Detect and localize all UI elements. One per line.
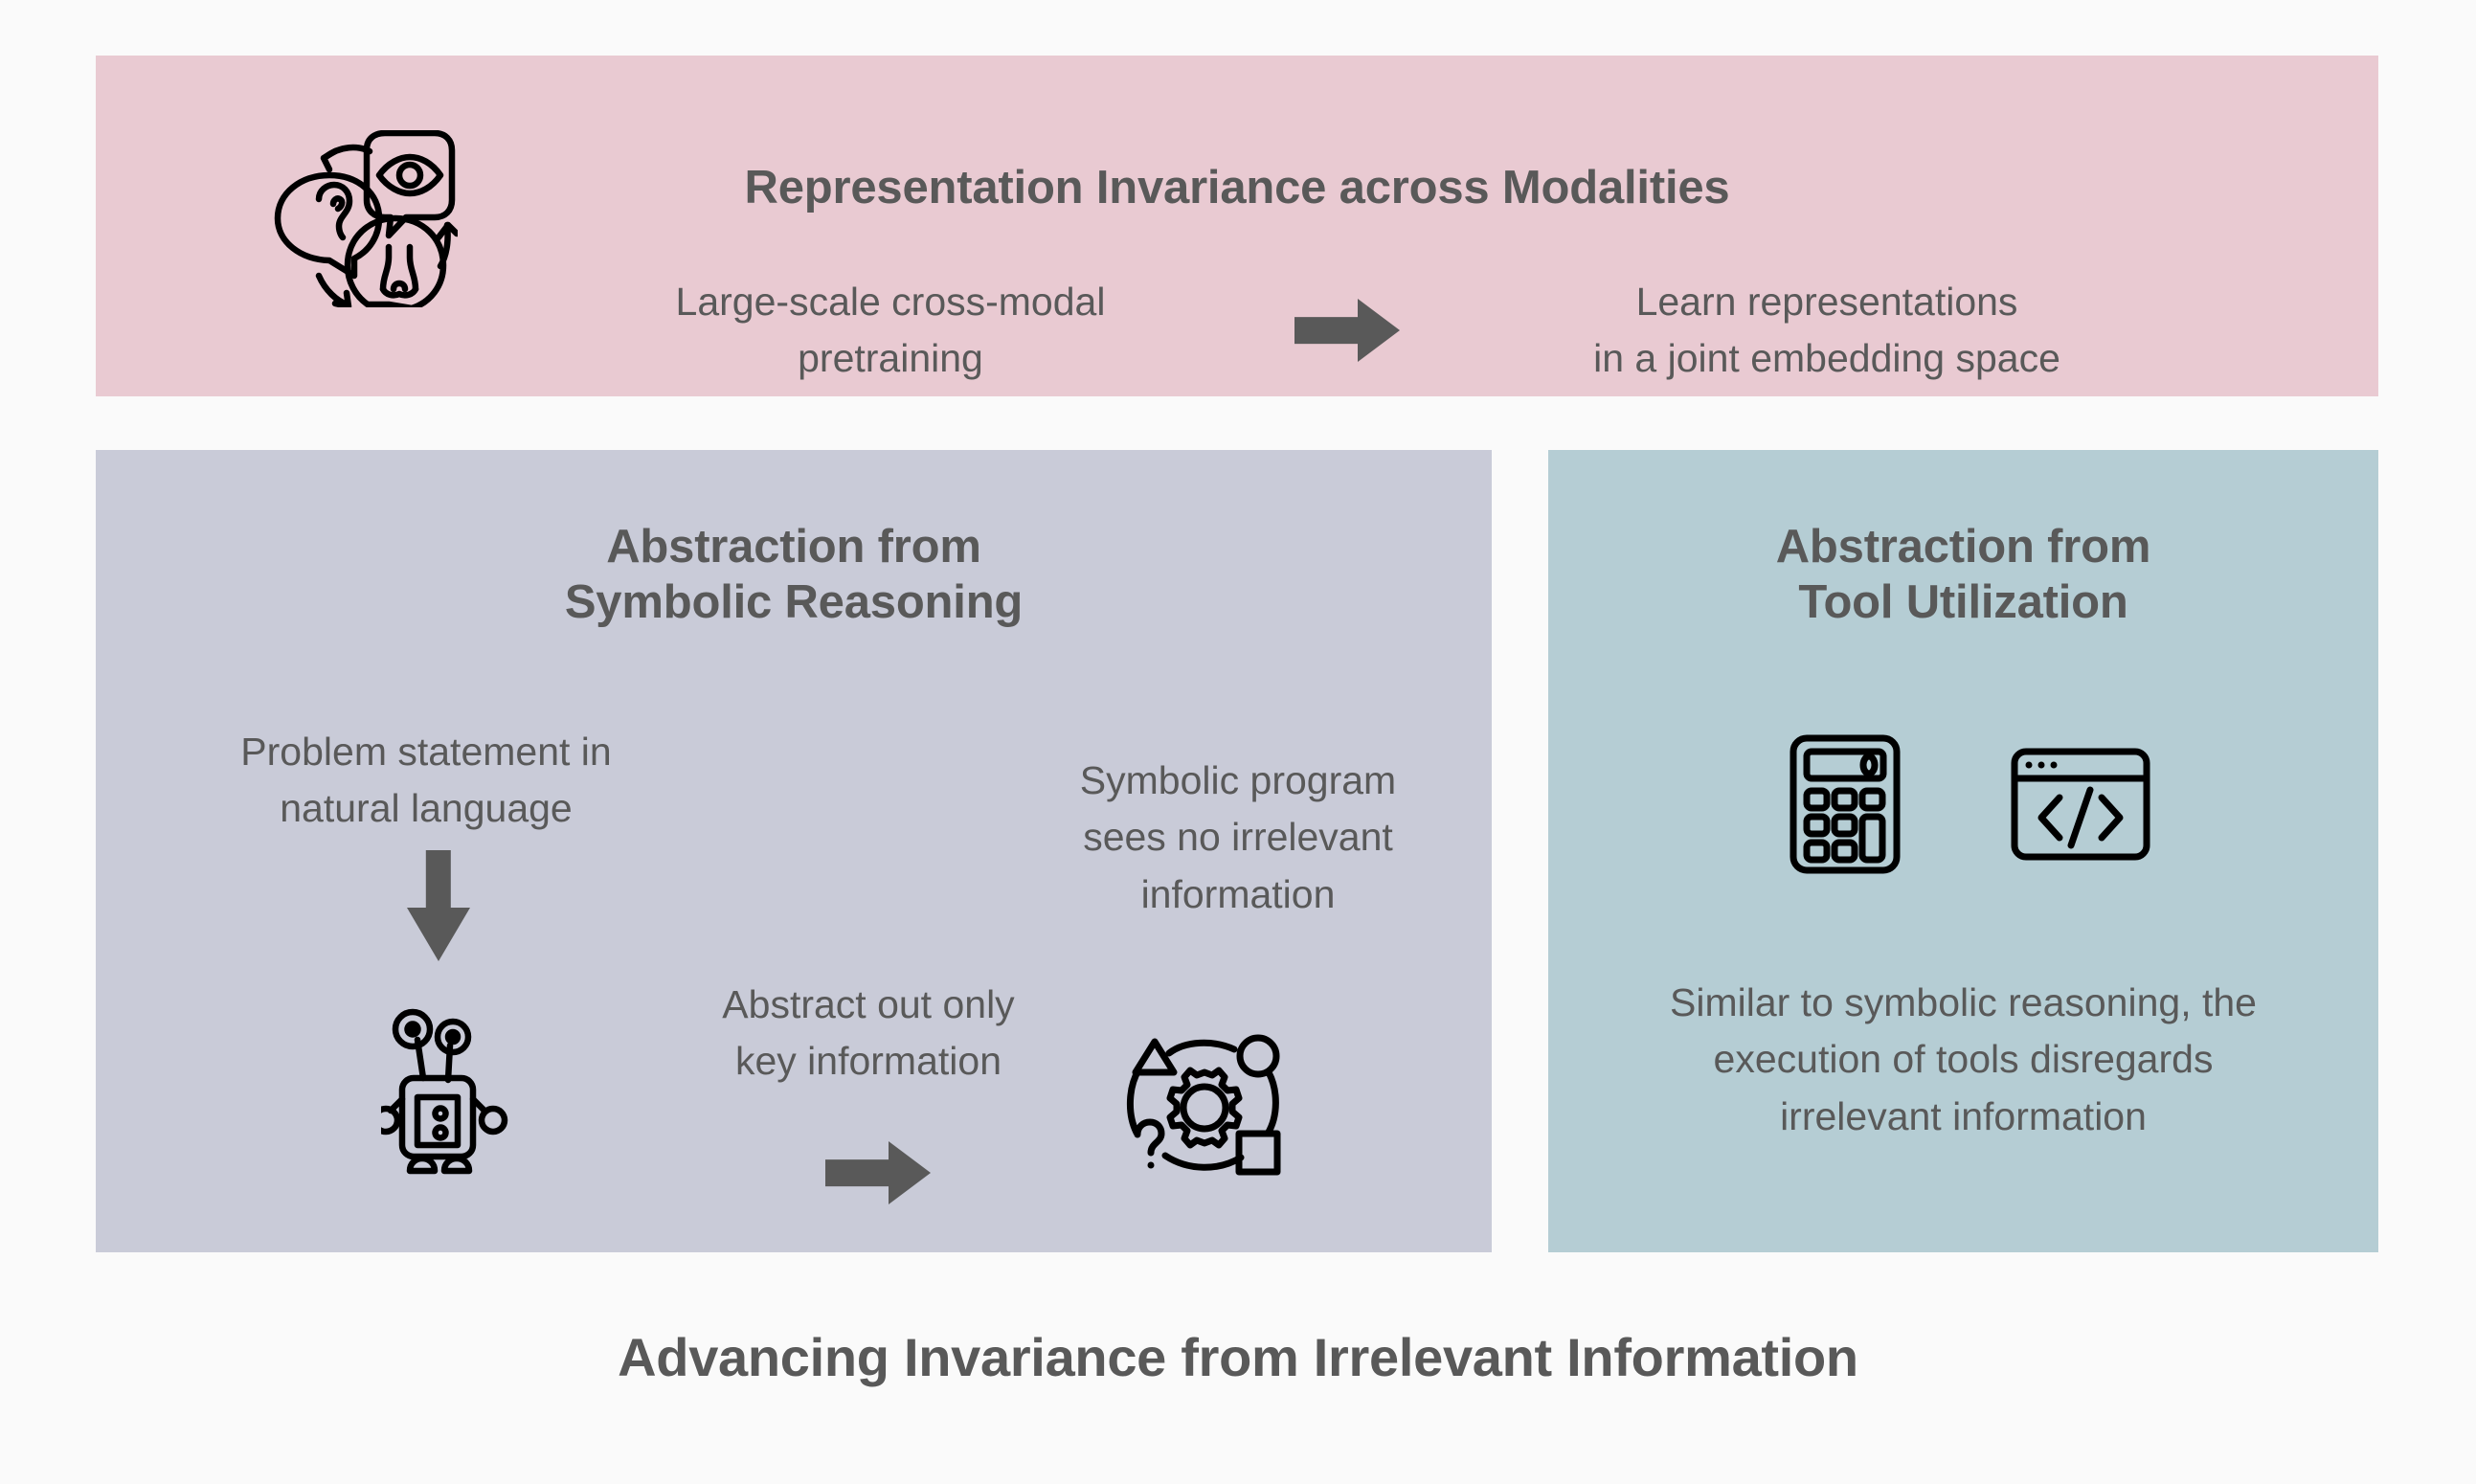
symbolic-input-text-line2: natural language — [280, 786, 573, 831]
arrow-right-icon — [825, 1141, 931, 1204]
modalities-left-text-line1: Large-scale cross-modal — [675, 280, 1106, 324]
arrow-down-icon — [407, 850, 470, 961]
arrow-shaft — [425, 850, 452, 909]
symbolic-title: Abstraction from Symbolic Reasoning — [96, 520, 1492, 631]
modalities-left-text-line2: pretraining — [798, 336, 983, 381]
modalities-right-text-line2: in a joint embedding space — [1593, 336, 2060, 381]
symbolic-middle-text: Abstract out only key information — [643, 977, 1093, 1091]
code-window-icon — [2010, 747, 2151, 862]
tools-body-line1: Similar to symbolic reasoning, the — [1670, 980, 2257, 1024]
symbolic-title-line1: Abstraction from — [606, 521, 981, 573]
symbolic-output-text-line3: information — [1140, 871, 1336, 916]
tools-title: Abstraction from Tool Utilization — [1548, 520, 2378, 631]
robot-icon — [381, 1005, 525, 1178]
panel-tool-utilization: Abstraction from Tool Utilization — [1548, 450, 2378, 1252]
tools-body-text: Similar to symbolic reasoning, the execu… — [1575, 975, 2352, 1145]
modalities-title: Representation Invariance across Modalit… — [744, 162, 1730, 214]
modalities-right-text-line1: Learn representations — [1635, 280, 2018, 324]
symbolic-input-text-line1: Problem statement in — [240, 730, 612, 774]
symbolic-output-text: Symbolic program sees no irrelevant info… — [1013, 753, 1463, 923]
arrow-shaft — [825, 1159, 891, 1186]
modalities-right-text: Learn representations in a joint embeddi… — [1482, 274, 2172, 388]
panel-representation-invariance: Representation Invariance across Modalit… — [96, 56, 2378, 396]
symbolic-middle-text-line1: Abstract out only — [722, 982, 1015, 1026]
diagram-caption: Advancing Invariance from Irrelevant Inf… — [618, 1327, 1858, 1387]
arrow-head — [1358, 299, 1400, 362]
panel-symbolic-reasoning: Abstraction from Symbolic Reasoning Prob… — [96, 450, 1492, 1252]
gear-symbols-icon — [1114, 1027, 1295, 1190]
tools-title-line2: Tool Utilization — [1798, 575, 2128, 628]
symbolic-output-text-line2: sees no irrelevant — [1083, 815, 1393, 860]
symbolic-output-text-line1: Symbolic program — [1079, 758, 1397, 802]
symbolic-input-text: Problem statement in natural language — [172, 724, 680, 838]
tools-title-line1: Abstraction from — [1775, 521, 2151, 573]
arrow-head — [889, 1141, 931, 1204]
arrow-head — [407, 908, 470, 961]
tools-body-line3: irrelevant information — [1780, 1093, 2147, 1138]
calculator-icon — [1789, 733, 1902, 875]
arrow-shaft — [1294, 317, 1361, 344]
symbolic-middle-text-line2: key information — [734, 1039, 1002, 1084]
multimodal-speech-bubbles-icon — [266, 130, 458, 307]
symbolic-title-line2: Symbolic Reasoning — [564, 575, 1024, 628]
arrow-right-icon — [1294, 299, 1400, 362]
modalities-left-text: Large-scale cross-modal pretraining — [584, 274, 1197, 388]
tools-body-line2: execution of tools disregards — [1713, 1037, 2214, 1082]
